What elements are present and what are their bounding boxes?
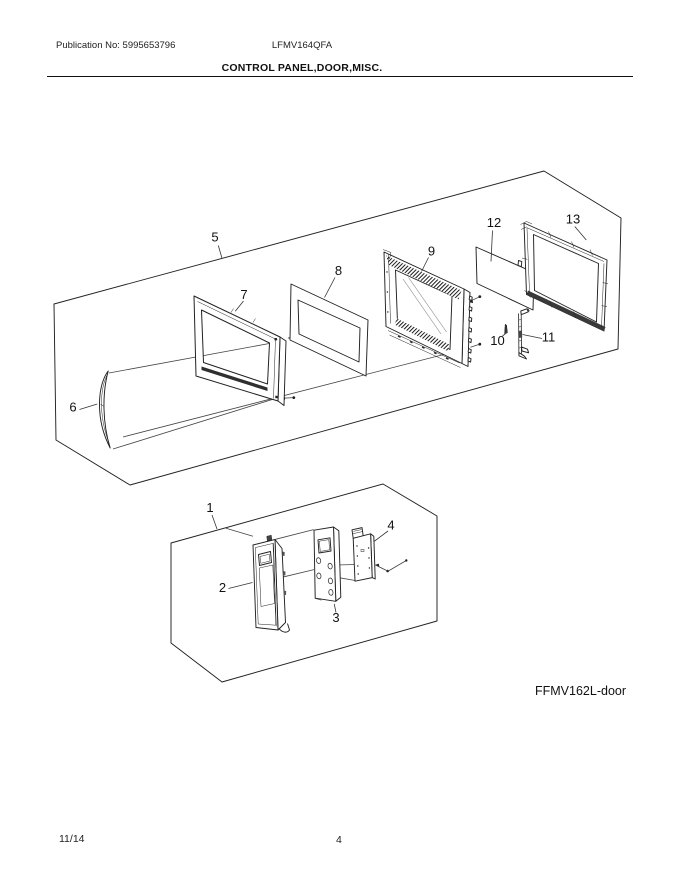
callout-1: 1	[206, 500, 213, 515]
publication-number: Publication No: 5995653796	[56, 40, 176, 51]
callout-12: 12	[487, 215, 501, 230]
callout-4: 4	[387, 518, 394, 533]
callout-10: 10	[490, 333, 504, 348]
footer-date: 11/14	[59, 833, 85, 845]
part-9-door-inner-panel	[382, 249, 473, 368]
page-title: CONTROL PANEL,DOOR,MISC.	[221, 62, 383, 74]
footer-page-number: 4	[336, 834, 342, 846]
diagram-caption: FFMV162L-door	[535, 684, 627, 698]
callout-3: 3	[332, 610, 339, 625]
part-4-control-board	[351, 527, 376, 582]
part-5-door-assembly-plane	[53, 170, 622, 486]
callout-2: 2	[219, 580, 226, 595]
part-10-screw	[504, 323, 508, 335]
part-8-door-glass	[289, 283, 369, 377]
part-1-control-assembly-plane	[170, 483, 438, 683]
part-7-door-frame	[193, 295, 287, 406]
callout-9: 9	[428, 244, 435, 259]
part-3-bracket	[313, 526, 342, 602]
part-12-glass-sheet	[475, 246, 535, 311]
part-2-control-panel	[252, 534, 290, 633]
callouts: 1 2 3 4 5 6 7 8 9 10 11 12 13	[69, 212, 587, 625]
callout-5: 5	[211, 230, 218, 245]
callout-11: 11	[542, 330, 556, 345]
callout-7: 7	[240, 287, 247, 302]
header-rule	[47, 76, 633, 77]
callout-8: 8	[335, 263, 342, 278]
callout-6: 6	[69, 400, 76, 415]
part-6-handle	[99, 370, 111, 449]
part-11-latch	[518, 308, 530, 360]
model-number: LFMV164QFA	[271, 40, 333, 51]
callout-13: 13	[566, 212, 580, 227]
part-13-outer-door-frame	[517, 221, 609, 332]
